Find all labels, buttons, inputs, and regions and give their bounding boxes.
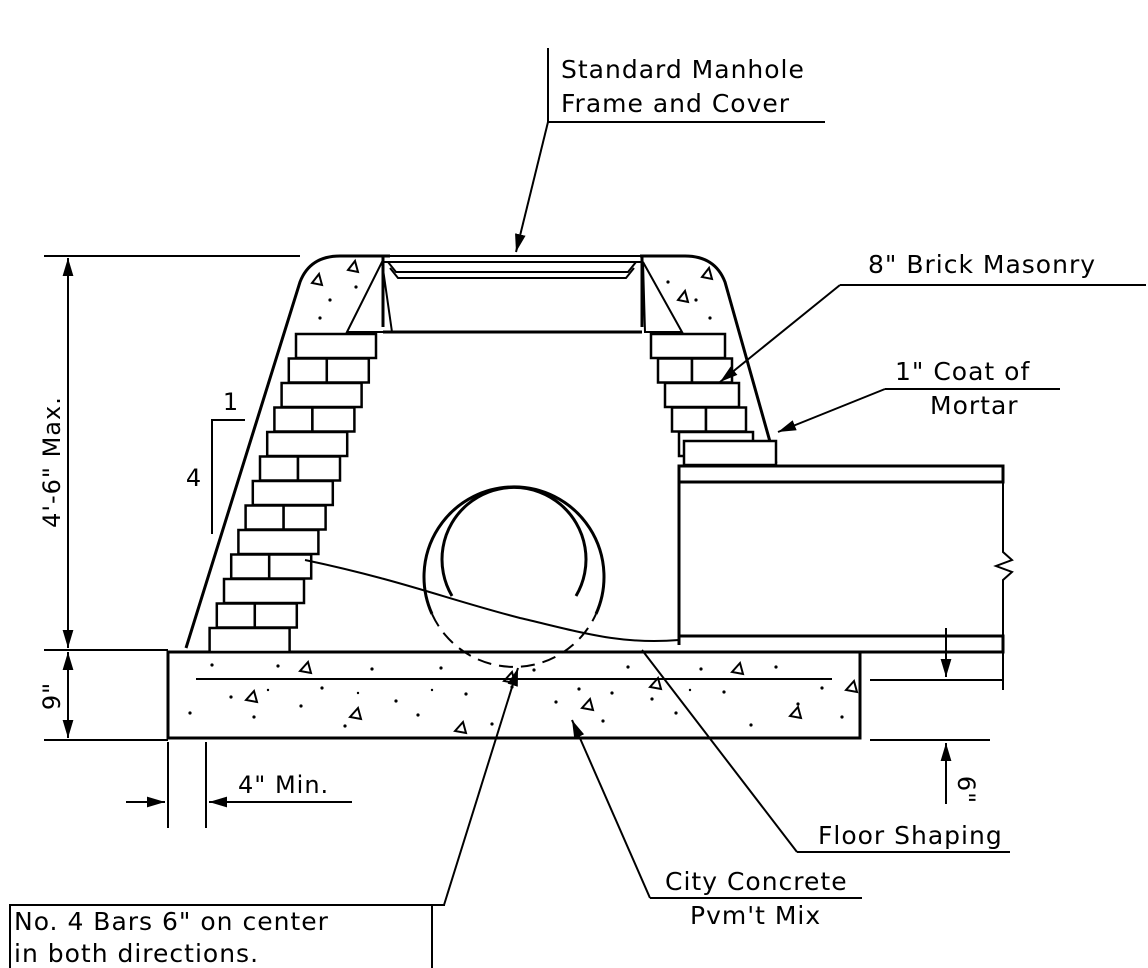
brick <box>311 406 356 433</box>
brick <box>296 455 342 482</box>
brick-masonry <box>208 332 778 654</box>
brick <box>280 381 363 409</box>
manhole-frame-and-cover <box>382 255 643 334</box>
brick <box>208 626 291 654</box>
min-dimension-text: 4" Min. <box>238 771 329 799</box>
label-bars: No. 4 Bars 6" on center in both directio… <box>14 667 519 968</box>
brick <box>237 528 320 556</box>
slab-dimension-text: 9" <box>38 682 66 710</box>
brick <box>253 602 299 629</box>
brick <box>287 357 329 384</box>
slope-indicator: 1 4 <box>186 388 245 534</box>
brick <box>663 381 741 409</box>
brick <box>649 332 727 360</box>
label-floor: Floor Shaping <box>641 649 1010 853</box>
floor-shaping-curve <box>304 559 680 643</box>
pipe-break-symbol <box>993 482 1014 636</box>
outlet-pipe <box>677 464 1014 690</box>
offset-dimension-text: 6" <box>952 776 980 804</box>
height-dimension-text: 4'-6" Max. <box>38 396 66 528</box>
brick <box>222 577 306 605</box>
brick <box>267 553 313 580</box>
brick <box>251 479 335 507</box>
manhole-label-line2: Frame and Cover <box>561 89 790 118</box>
right-wall <box>640 254 778 464</box>
concrete-base-slab <box>166 650 862 740</box>
brick <box>229 553 271 580</box>
brick <box>294 332 378 360</box>
left-wall <box>184 254 394 649</box>
floor-label: Floor Shaping <box>818 821 1003 850</box>
label-brick: 8" Brick Masonry <box>719 250 1146 383</box>
brick <box>704 406 748 433</box>
concrete-aggregate-pattern <box>188 659 859 735</box>
brick <box>670 406 708 433</box>
brick <box>282 504 327 531</box>
bars-label-line2: in both directions. <box>14 939 259 968</box>
brick <box>273 406 314 433</box>
right-mortar-coat <box>640 254 778 464</box>
mortar-label-line2: Mortar <box>930 391 1019 420</box>
height-dimension: 4'-6" Max. 9" <box>38 255 300 741</box>
min-dimension: 4" Min. <box>126 742 352 828</box>
label-mortar: 1" Coat of Mortar <box>777 357 1060 433</box>
slope-rise-text: 4 <box>186 464 202 492</box>
bars-label-line1: No. 4 Bars 6" on center <box>14 907 329 936</box>
brick <box>265 430 349 458</box>
slope-run-text: 1 <box>223 388 239 416</box>
brick <box>690 357 734 384</box>
brick <box>325 357 371 384</box>
brick-label: 8" Brick Masonry <box>868 250 1096 279</box>
brick <box>215 602 257 629</box>
right-frame-flange <box>642 261 684 333</box>
left-mortar-coat <box>184 254 390 649</box>
label-manhole: Standard Manhole Frame and Cover <box>515 48 825 253</box>
brick <box>682 439 778 467</box>
brick <box>244 504 285 531</box>
offset-dimension: 6" <box>870 628 1003 804</box>
concrete-label-line1: City Concrete <box>665 867 848 896</box>
concrete-label-line2: Pvm't Mix <box>690 901 821 930</box>
brick <box>258 455 300 482</box>
mortar-label-line1: 1" Coat of <box>895 357 1030 386</box>
bars-label-box <box>9 904 433 968</box>
left-frame-flange <box>345 258 394 333</box>
label-concrete: City Concrete Pvm't Mix <box>571 719 862 930</box>
brick <box>656 357 694 384</box>
manhole-label-line1: Standard Manhole <box>561 55 805 84</box>
inlet-pipe-section <box>422 485 606 668</box>
